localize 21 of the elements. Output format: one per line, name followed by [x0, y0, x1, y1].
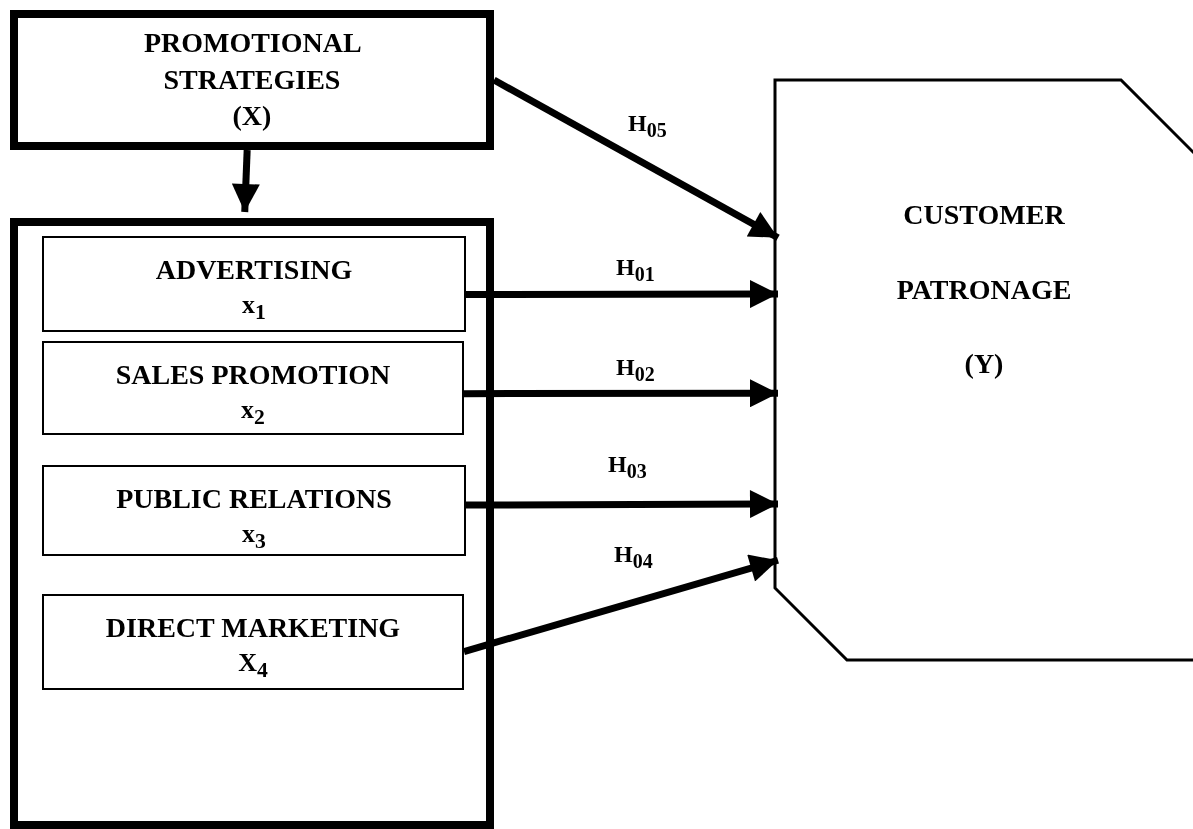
node-label: PATRONAGE [896, 272, 1072, 307]
variable-box [10, 10, 494, 150]
node-label: PUBLIC RELATIONS [116, 482, 392, 516]
container-box [10, 218, 494, 829]
variable-symbol: X$_{4}$ [238, 647, 268, 685]
variable-symbol: x$_{2}$ [241, 394, 265, 432]
node-label: PROMOTIONAL STRATEGIES (X) [143, 26, 361, 134]
variable-box [42, 465, 466, 556]
arrow [463, 554, 779, 655]
variable-symbol: x$_{3}$ [242, 518, 266, 556]
variable-symbol: x$_{1}$ [242, 289, 266, 327]
arrow [231, 149, 260, 213]
variable-box [42, 594, 464, 690]
variable-box [42, 341, 464, 435]
node-label: CUSTOMER [903, 198, 1065, 233]
variable-box [42, 236, 466, 332]
node-label: ADVERTISING [155, 253, 353, 287]
node-label: DIRECT MARKETING [105, 611, 401, 645]
node-label: (Y) [964, 347, 1004, 382]
arrow [492, 76, 780, 241]
node-label: SALES PROMOTION [115, 358, 391, 392]
